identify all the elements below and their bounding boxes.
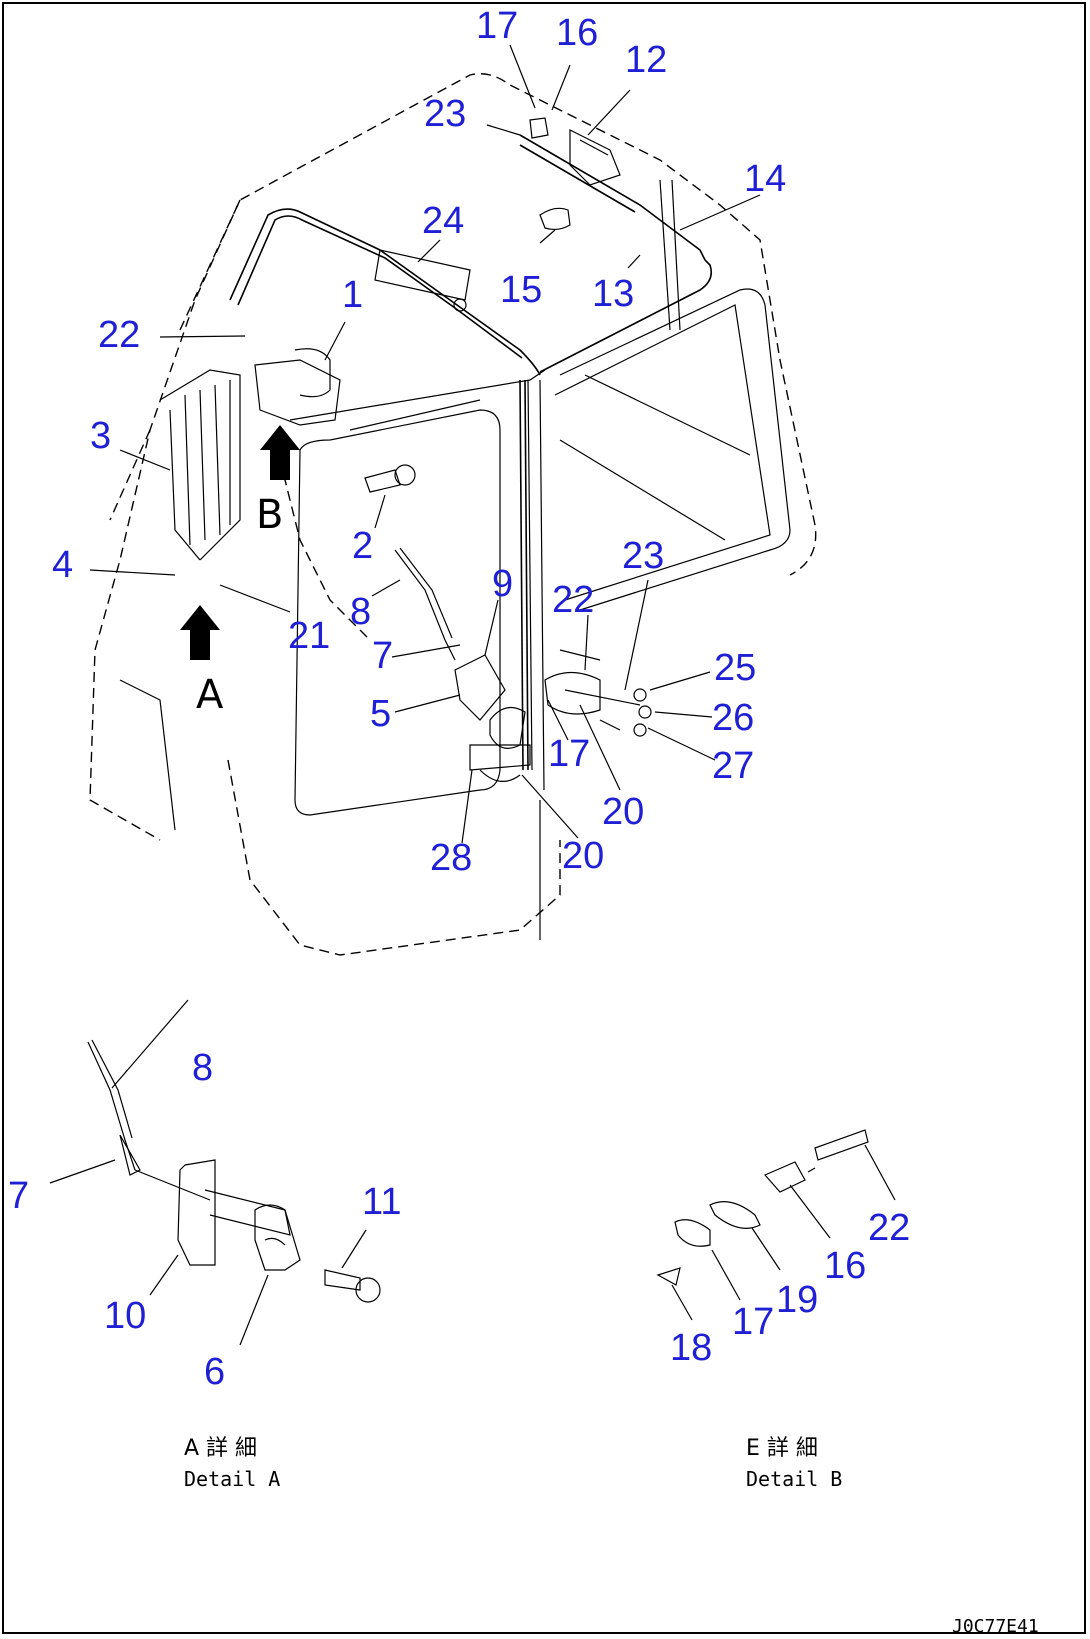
callout-1: 1 [342,274,363,316]
main-view-callouts: 17 16 12 23 14 24 15 13 1 22 3 2 4 21 8 … [52,5,786,879]
callout-2: 2 [352,525,373,567]
callout-10: 10 [104,1295,146,1337]
callout-15: 15 [500,269,542,311]
callout-22: 22 [868,1207,910,1249]
callout-23: 23 [622,535,664,577]
callout-21: 21 [288,615,330,657]
detail-a-callouts: 8 7 11 10 6 [8,1047,401,1393]
view-letters: B A [196,492,283,718]
callout-22: 22 [98,314,140,356]
callout-3: 3 [90,415,111,457]
callout-7: 7 [8,1175,29,1217]
callout-20: 20 [562,835,604,877]
detail-b-caption-en: Detail B [746,1467,842,1491]
detail-a-caption-en: Detail A [184,1467,280,1491]
callout-23: 23 [424,93,466,135]
callout-25: 25 [714,647,756,689]
callout-5: 5 [370,693,391,735]
callout-14: 14 [744,158,786,200]
detail-a-caption-jp: A 詳 細 [184,1436,257,1461]
callout-8: 8 [350,591,371,633]
callout-13: 13 [592,273,634,315]
detail-a-art [49,999,381,1346]
callout-16: 16 [824,1245,866,1287]
callout-8: 8 [192,1047,213,1089]
callout-16: 16 [556,12,598,54]
detail-a-caption: A 詳 細 Detail A [184,1436,280,1491]
cab-outline [89,73,817,956]
callout-24: 24 [422,200,464,242]
callout-4: 4 [52,544,73,586]
detail-b-caption-jp: E 詳 細 [746,1436,818,1461]
callout-17: 17 [476,5,518,47]
detail-b-caption: E 詳 細 Detail B [746,1436,842,1491]
callout-12: 12 [625,39,667,81]
callout-26: 26 [712,697,754,739]
callout-22: 22 [552,579,594,621]
callout-19: 19 [776,1279,818,1321]
leader-lines [89,44,761,844]
callout-11: 11 [362,1181,401,1223]
view-letter-b: B [256,492,283,538]
callout-28: 28 [430,837,472,879]
callout-17: 17 [732,1301,774,1343]
callout-6: 6 [204,1351,225,1393]
callout-17: 17 [548,733,590,775]
callout-27: 27 [712,745,754,787]
callout-7: 7 [372,635,393,677]
callout-9: 9 [492,563,513,605]
detail-b-art [656,1129,896,1321]
callout-18: 18 [670,1327,712,1369]
callout-20: 20 [602,791,644,833]
detail-b-callouts: 22 16 19 17 18 [670,1207,910,1369]
drawing-code: J0C77E41 [952,1616,1039,1637]
view-letter-a: A [196,672,224,718]
